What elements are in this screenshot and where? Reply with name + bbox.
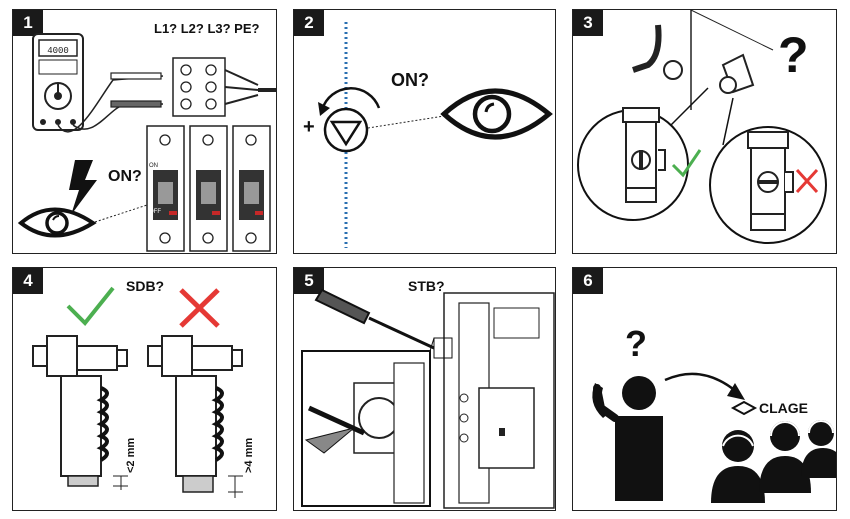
question-mark: ? [778,27,809,83]
plus-sign: + [303,116,315,138]
lightning-icon [69,160,97,215]
breaker-on-label: ON [149,163,158,169]
panel-2: 2 + ON? [293,9,556,254]
panel-number: 6 [573,268,603,294]
breaker-off-label: OFF [149,209,161,215]
panel-5-illustration [301,288,555,509]
panel-number: 4 [13,268,43,294]
cross-icon [795,168,819,194]
panel-6: 6 ? CLAGE [572,267,837,511]
brand-label: CLAGE [759,400,808,416]
heating-element-icon [32,335,128,487]
meter-display-text: 4000 [47,46,69,56]
panel-4: 4 SDB? [12,267,277,511]
panel-1-illustration: 4000 [17,33,276,252]
valve-icon [632,24,755,94]
panel-3: 3 ? [572,9,837,254]
panel-number: 5 [294,268,324,294]
sdb-label: SDB? [126,278,165,294]
cross-icon [179,288,220,328]
headset-agent-icon [711,420,836,503]
rotary-switch-icon [318,87,381,153]
check-icon [671,149,702,178]
dim-right-label: >4 mm [243,438,255,473]
panel-2-illustration [318,22,553,248]
panel-4-illustration: <2 mm >4 mm [32,286,255,498]
panel-3-illustration [577,10,827,244]
dim-left-label: <2 mm [125,438,137,473]
clage-logo-icon [730,400,758,416]
eye-icon [440,88,553,140]
multimeter-icon [32,33,84,131]
stb-label: STB? [408,278,445,294]
screwdriver-icon [314,288,435,350]
panel-number: 2 [294,10,324,36]
phase-question-label: L1? L2? L3? PE? [154,21,260,36]
on-question-label: ON? [108,168,142,185]
terminal-block-icon [172,57,276,117]
on-question-label: ON? [391,70,429,90]
breaker-icon [146,125,271,252]
person-icon [593,376,663,501]
panel-5: 5 STB? [293,267,556,511]
panel-number: 3 [573,10,603,36]
check-icon [66,286,115,326]
panel-1: 1 L1? L2? L3? PE? 4000 [12,9,277,254]
panel-6-illustration [592,372,836,503]
eye-icon [17,207,97,238]
phone-icon [592,383,609,418]
question-mark: ? [625,323,647,364]
panel-number: 1 [13,10,43,36]
